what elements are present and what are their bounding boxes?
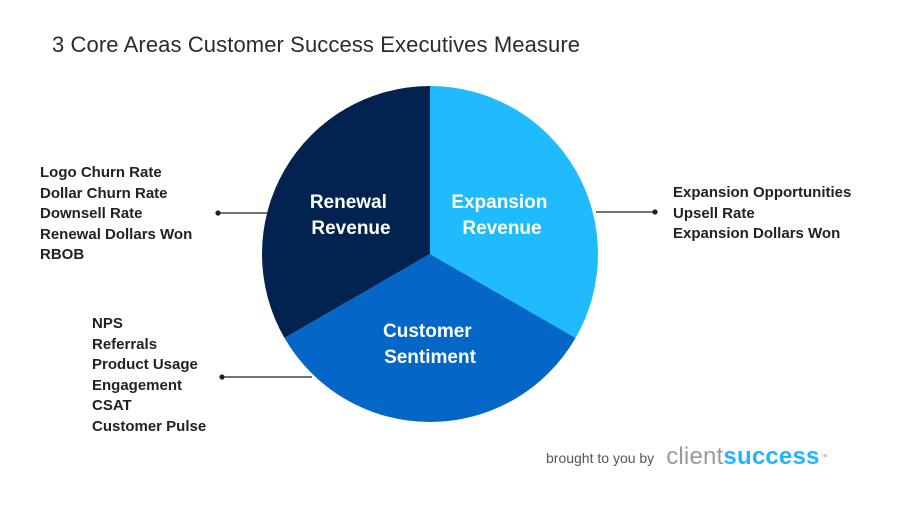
footer-tagline: brought to you by <box>546 450 655 466</box>
metric-item: Logo Churn Rate <box>40 164 162 181</box>
metric-item: RBOB <box>40 246 85 264</box>
sentiment-metrics-list: NPS Referrals Product Usage Engagement C… <box>92 314 206 438</box>
expansion-revenue-wedge <box>430 86 599 338</box>
metric-item: NPS <box>92 315 123 332</box>
sentiment-connector <box>219 374 312 380</box>
renewal-connector <box>215 210 268 216</box>
metric-item: Downsell Rate <box>40 205 143 223</box>
trademark-symbol: ™ <box>820 453 828 461</box>
expansion-metrics-list: Expansion Opportunities Upsell Rate Expa… <box>673 183 851 245</box>
expansion-connector <box>596 209 658 215</box>
metric-item: CSAT <box>92 397 132 415</box>
metric-item: Engagement <box>92 376 183 394</box>
metric-item: Upsell Rate <box>673 204 755 222</box>
customer-sentiment-label: Customer Sentiment <box>383 321 477 368</box>
metric-item: Product Usage <box>92 356 198 374</box>
customer-sentiment-wedge <box>284 254 576 423</box>
metric-item: Referrals <box>92 335 158 353</box>
renewal-metrics-list: Logo Churn Rate Dollar Churn Rate Downse… <box>40 163 192 266</box>
renewal-revenue-wedge <box>261 86 430 338</box>
brand-logo-client: client <box>666 443 724 470</box>
metric-item: Renewal Dollars Won <box>40 225 193 243</box>
metric-item: Expansion Dollars Won <box>673 225 841 243</box>
brand-logo-success: success <box>723 443 820 470</box>
page-title: 3 Core Areas Customer Success Executives… <box>52 32 581 57</box>
metric-item: Customer Pulse <box>92 417 207 435</box>
metric-item: Dollar Churn Rate <box>40 184 168 202</box>
expansion-revenue-label: Expansion Revenue <box>451 192 552 239</box>
renewal-revenue-label: Renewal Revenue <box>310 192 392 239</box>
metric-item: Expansion Opportunities <box>673 184 852 201</box>
